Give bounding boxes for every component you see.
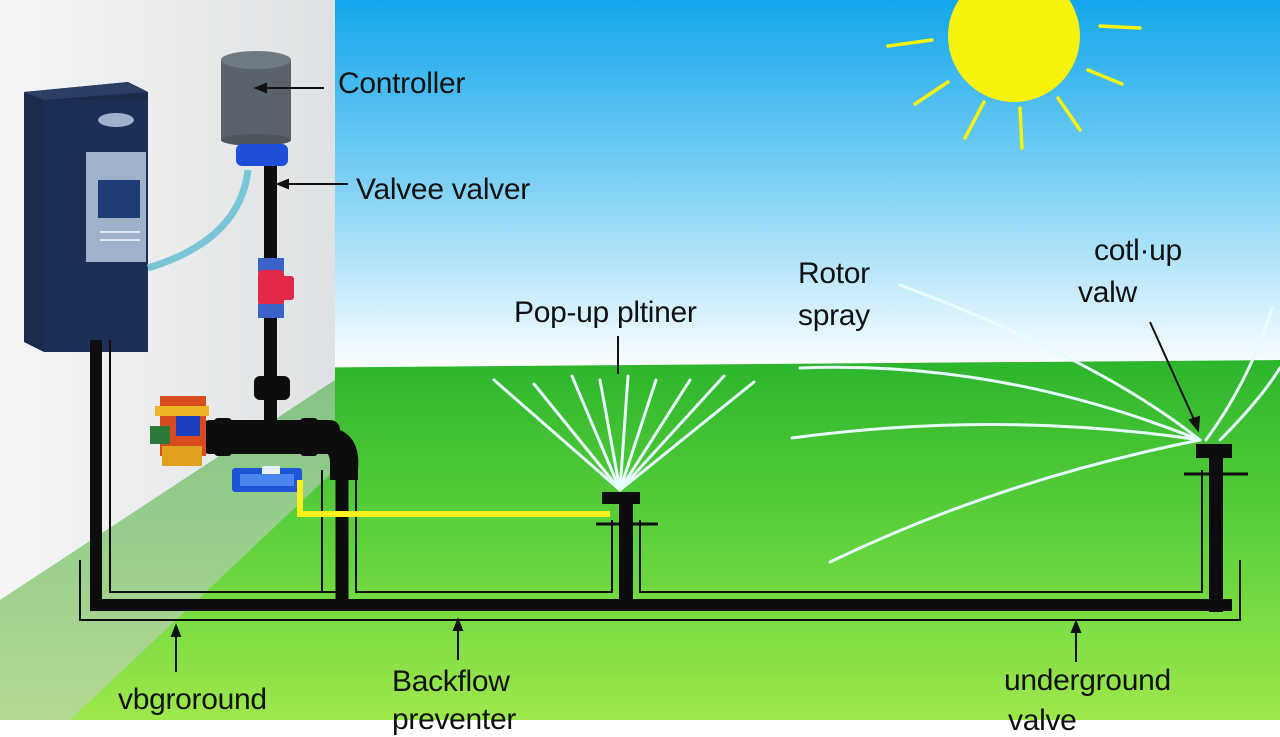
- red-valve: [258, 258, 294, 318]
- wall-shadow: [0, 380, 335, 720]
- controller-label: Controller: [338, 67, 466, 100]
- popup-label: Pop-up pltiner: [514, 296, 697, 329]
- label-pointers: [170, 82, 1201, 672]
- cotup-label-line1: cotl·up: [1094, 234, 1182, 267]
- controller-box: [24, 82, 148, 352]
- control-cable: [146, 169, 252, 272]
- vbg-label: vbgroround: [118, 683, 267, 716]
- rotor-label-line2: spray: [798, 299, 870, 332]
- backflow-preventer: [150, 396, 209, 466]
- underground-piping: [79, 340, 1248, 621]
- sun: [886, 0, 1142, 150]
- underground-label-line1: underground: [1004, 664, 1171, 697]
- manifold-pipe: [200, 418, 359, 480]
- rotor-label-line1: Rotor: [798, 257, 870, 290]
- cotup-label-line2: valw: [1078, 276, 1137, 309]
- underground-label-line2: valve: [1008, 704, 1077, 737]
- valve-wire: [297, 480, 610, 517]
- blue-fitting: [236, 144, 288, 166]
- valve-label: Valvee valver: [356, 173, 530, 206]
- irrigation-diagram: [0, 0, 1280, 720]
- backflow-label-line1: Backflow: [392, 665, 510, 698]
- valve-box: [232, 466, 302, 492]
- rotor-sprinkler: [790, 283, 1280, 564]
- popup-sprinkler: [492, 374, 756, 504]
- pipe-coupling: [254, 376, 290, 400]
- controller-cylinder: [221, 51, 291, 146]
